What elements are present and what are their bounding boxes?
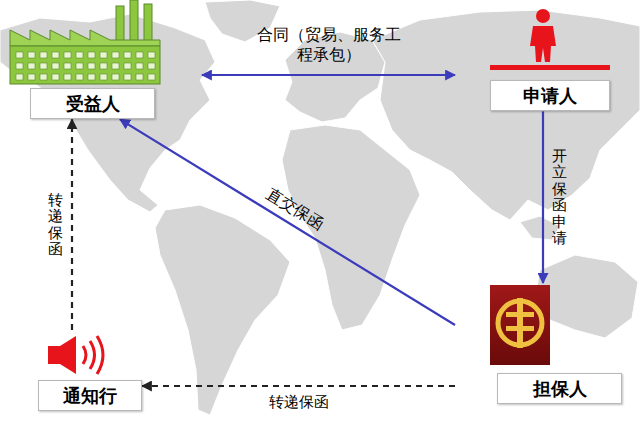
edge-label: 开立保函申请 [552,148,567,247]
party-label-box: 担保人 [497,373,622,404]
party-node: 申请人 [455,6,610,111]
party-node: 受益人 [10,2,202,119]
party-name: 通知行 [63,385,117,406]
edge-label: 直交保函 [263,184,328,235]
party-name: 申请人 [523,85,577,106]
edge-label: 转递保函 [48,192,63,258]
party-label-box: 通知行 [38,380,142,411]
factory-icon [10,0,160,84]
flow-arrow [202,74,455,76]
flow-arrow [120,119,455,325]
dashed-arrow [142,385,455,387]
person-icon [490,9,610,70]
party-name: 担保人 [533,378,587,399]
dashed-arrow [71,119,73,330]
edge-label: 转递保函 [269,393,329,412]
flow-arrow [542,111,544,283]
continents [0,0,640,415]
speaker-icon [48,336,103,374]
edge-label: 合同（贸易、服务工程承包） [254,25,404,65]
party-label-box: 申请人 [490,80,610,111]
bank-logo [490,285,550,365]
party-node: 通知行 [38,330,142,411]
party-label-box: 受益人 [30,88,155,119]
party-name: 受益人 [66,93,120,114]
party-node: 担保人 [455,283,622,404]
